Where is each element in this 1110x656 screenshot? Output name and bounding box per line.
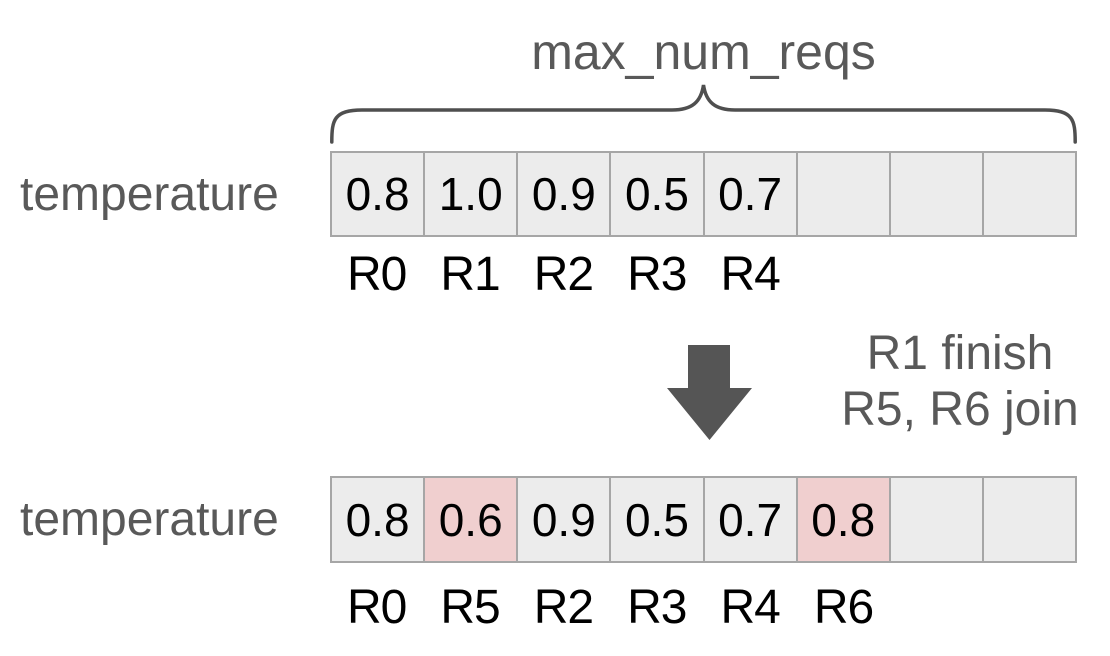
req-label [797, 250, 890, 300]
cell-value: 0.7 [718, 493, 783, 546]
curly-brace [330, 84, 1077, 144]
cell-value: 0.8 [345, 168, 410, 220]
cell: 0.9 [516, 478, 610, 561]
req-label: R3 [627, 581, 687, 634]
cell-value: 0.9 [531, 168, 596, 220]
req-label: R1 [440, 248, 500, 301]
cell: 0.5 [609, 478, 703, 561]
cell-value: 0.8 [811, 493, 876, 546]
cell: 0.7 [702, 478, 796, 561]
cell-value: 0.9 [531, 493, 596, 546]
max-num-reqs-label: max_num_reqs [531, 24, 876, 80]
req-label: R3 [627, 248, 687, 301]
cell: 0.6 [423, 478, 517, 561]
cell-value: 0.5 [624, 168, 689, 220]
transition-line-2: R5, R6 join [841, 383, 1079, 436]
cell: 0.7 [702, 153, 796, 235]
cell-value: 1.0 [438, 168, 503, 220]
cell: 0.8 [332, 478, 424, 561]
cell-empty [888, 478, 982, 561]
transition-line-1: R1 finish [866, 327, 1054, 380]
transition-note: R1 finish R5, R6 join [812, 326, 1108, 438]
cell: 0.8 [332, 153, 424, 235]
req-label: R6 [813, 581, 874, 634]
cell-empty [981, 153, 1075, 235]
req-label [984, 583, 1077, 633]
temperature-array-before: 0.8 1.0 0.9 0.5 0.7 [330, 151, 1077, 237]
temperature-array-after: 0.8 0.6 0.9 0.5 0.7 0.8 [330, 476, 1077, 563]
cell-empty [795, 153, 889, 235]
req-label: R2 [533, 581, 594, 634]
req-label: R0 [347, 248, 407, 301]
cell: 0.5 [609, 153, 703, 235]
req-labels-after: R0 R5 R2 R3 R4 R6 [330, 583, 1077, 633]
req-label [890, 583, 983, 633]
cell-value: 0.8 [345, 493, 410, 546]
cell-empty [888, 153, 982, 235]
req-label: R4 [720, 581, 781, 634]
temperature-label-after: temperature [20, 493, 279, 546]
req-label [984, 250, 1077, 300]
cell-empty [981, 478, 1075, 561]
req-labels-before: R0 R1 R2 R3 R4 [330, 250, 1077, 300]
cell: 0.9 [516, 153, 610, 235]
cell: 1.0 [423, 153, 517, 235]
cell: 0.8 [795, 478, 889, 561]
cell-value: 0.5 [624, 493, 689, 546]
req-label [890, 250, 983, 300]
req-label: R2 [533, 248, 594, 301]
down-arrow-icon [667, 345, 752, 440]
temperature-label-before: temperature [20, 167, 279, 221]
cell-value: 0.7 [718, 168, 783, 220]
req-label: R0 [347, 581, 407, 634]
req-label: R5 [440, 581, 500, 634]
cell-value: 0.6 [438, 493, 503, 546]
req-label: R4 [720, 248, 781, 301]
